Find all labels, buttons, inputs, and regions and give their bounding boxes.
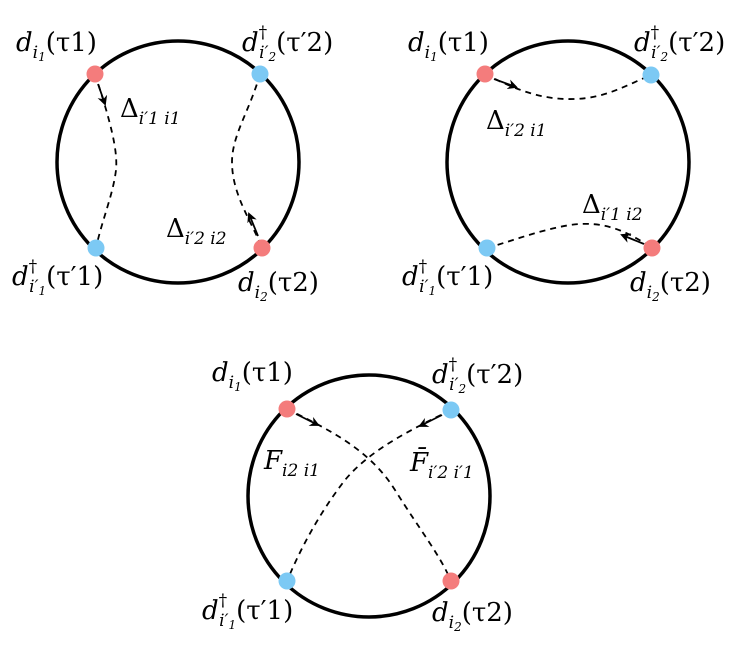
panel-2-propagator-label-2: Δi′1 i2	[582, 190, 643, 225]
panel-1-point-top-left	[86, 65, 104, 83]
panel-2-point-bottom-right	[643, 239, 661, 257]
panel-1-arrow-left	[97, 83, 108, 106]
panel-3-label-top-right: d†i′2(τ′2)	[432, 355, 524, 396]
panel-2-label-top-right: d†i′2(τ′2)	[634, 23, 726, 64]
panel-1-circle	[55, 39, 301, 285]
panel-2-point-bottom-left	[478, 239, 496, 257]
panel-2-propagator-label-1: Δi′2 i1	[486, 106, 547, 141]
panel-1-propagator-label-2: Δi′2 i2	[166, 214, 227, 249]
panel-3-circle	[246, 373, 492, 619]
panel-1-propagator-left-line	[94, 73, 118, 249]
panel-1-point-top-right	[251, 65, 269, 83]
panel-2-point-top-right	[642, 66, 660, 84]
panel-3-propagator-F-line	[286, 408, 452, 582]
panel-2-circle	[445, 39, 691, 285]
panel-3-label-bottom-left: d†i′1(τ′1)	[202, 591, 294, 632]
panel-3-propagator-label-Fbar: F̄i′2 i′1	[410, 448, 474, 483]
panel-3-arrow-F	[295, 413, 320, 426]
panel-1-label-bottom-left: d†i′1(τ′1)	[12, 257, 104, 298]
panel-3-point-bottom-right	[442, 572, 460, 590]
panel-2-point-top-left	[476, 65, 494, 83]
panel-3-arrow-Fbar	[418, 414, 443, 427]
panel-1-label-top-left: di1(τ1)	[16, 28, 97, 64]
panel-3-point-bottom-left	[278, 572, 296, 590]
panel-2-propagator-bottom-line	[486, 223, 653, 249]
panel-1-label-top-right: d†i′2(τ′2)	[242, 23, 334, 64]
panel-3-propagator-Fbar-line	[286, 409, 452, 582]
panel-3-propagator-label-F: Fi2 i1	[264, 446, 320, 481]
panel-1-point-bottom-left	[87, 239, 105, 257]
panel-3-label-top-left: di1(τ1)	[212, 358, 293, 394]
panel-1-point-bottom-right	[253, 239, 271, 257]
panel-2-arrow-top	[493, 78, 518, 89]
panel-2	[445, 39, 691, 285]
panel-1-propagator-right-line	[231, 73, 263, 249]
panel-3-label-bottom-right: di2(τ2)	[432, 598, 513, 634]
panel-2-arrow-bottom	[620, 233, 645, 245]
panel-2-label-top-left: di1(τ1)	[408, 28, 489, 64]
panel-2-label-bottom-right: di2(τ2)	[630, 268, 711, 304]
panel-1	[55, 39, 301, 285]
panel-1-arrow-right	[247, 212, 259, 237]
panel-3-point-top-left	[278, 400, 296, 418]
panel-1-propagator-label-1: Δi′1 i1	[120, 94, 181, 129]
panel-2-propagator-top-line	[484, 73, 652, 100]
panel-2-label-bottom-left: d†i′1(τ′1)	[402, 257, 494, 298]
panel-1-label-bottom-right: di2(τ2)	[238, 268, 319, 304]
panel-3	[246, 373, 492, 619]
panel-3-point-top-right	[442, 401, 460, 419]
